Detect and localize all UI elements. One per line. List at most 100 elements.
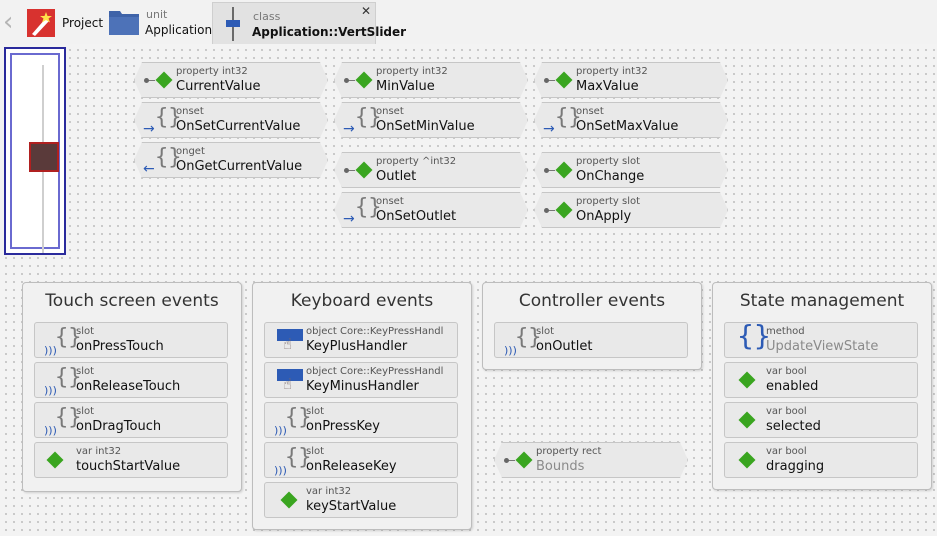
slot-brace-icon: {} (285, 405, 312, 430)
member-on-drag-touch[interactable]: {} ))) slot onDragTouch (34, 402, 228, 438)
member-name: touchStartValue (76, 459, 181, 474)
member-kind: var int32 (306, 486, 352, 497)
member-key-minus-handler[interactable]: ☝ object Core::KeyPressHandl KeyMinusHan… (264, 362, 458, 398)
member-current-value[interactable]: property int32 CurrentValue (134, 62, 328, 98)
member-key-start-value[interactable]: var int32 keyStartValue (264, 482, 458, 518)
member-name: onPressTouch (76, 339, 164, 354)
hand-pointer-icon: ☝ (283, 375, 293, 393)
member-name: onDragTouch (76, 419, 162, 434)
member-on-set-outlet[interactable]: {} → onset OnSetOutlet (334, 192, 528, 228)
member-update-view-state[interactable]: {} method UpdateViewState (724, 322, 918, 358)
member-kind: method (766, 326, 805, 337)
connector-line (545, 80, 555, 81)
breadcrumb-toolbar: ‹ Project unit Application class Applica… (0, 0, 937, 45)
member-selected[interactable]: var bool selected (724, 402, 918, 438)
connector-dot-icon (504, 458, 509, 463)
connector-dot-icon (544, 208, 549, 213)
member-outlet[interactable]: property ^int32 Outlet (334, 152, 528, 188)
keyhandler-object-icon (277, 329, 303, 341)
member-key-plus-handler[interactable]: ☝ object Core::KeyPressHandl KeyPlusHand… (264, 322, 458, 358)
property-diamond-icon (356, 162, 373, 179)
keyhandler-object-icon (277, 369, 303, 381)
member-name: OnSetOutlet (376, 209, 457, 224)
variable-diamond-icon (738, 451, 756, 469)
variable-diamond-icon (738, 371, 756, 389)
connector-line (505, 460, 515, 461)
variable-diamond-icon (738, 411, 756, 429)
slot-signal-icon: ))) (504, 344, 517, 357)
member-kind: var bool (766, 366, 807, 377)
property-diamond-icon (516, 452, 533, 469)
unit-kind: unit (146, 8, 168, 21)
member-name: onOutlet (536, 339, 593, 354)
member-touch-start-value[interactable]: var int32 touchStartValue (34, 442, 228, 478)
member-kind: slot (76, 366, 95, 377)
breadcrumb-unit[interactable]: unit Application (108, 3, 212, 41)
close-tab-icon[interactable]: ✕ (360, 4, 371, 18)
member-max-value[interactable]: property int32 MaxValue (534, 62, 728, 98)
member-kind: onset (576, 106, 604, 117)
group-title: Keyboard events (290, 291, 434, 311)
property-diamond-icon (556, 72, 573, 89)
slider-knob[interactable] (29, 142, 59, 172)
breadcrumb-project[interactable]: Project (26, 3, 106, 41)
onset-arrow-icon: → (143, 121, 155, 137)
member-on-release-key[interactable]: {} ))) slot onReleaseKey (264, 442, 458, 478)
member-name: UpdateViewState (766, 339, 879, 354)
member-on-outlet[interactable]: {} ))) slot onOutlet (494, 322, 688, 358)
connector-dot-icon (544, 168, 549, 173)
member-on-press-touch[interactable]: {} ))) slot onPressTouch (34, 322, 228, 358)
member-on-apply[interactable]: property slot OnApply (534, 192, 728, 228)
member-name: MaxValue (576, 79, 639, 94)
member-name: OnSetMaxValue (576, 119, 679, 134)
method-brace-icon: {} (737, 319, 771, 352)
member-kind: onset (376, 106, 404, 117)
member-name: keyStartValue (306, 499, 397, 514)
class-kind: class (253, 10, 281, 23)
slider-preview[interactable] (4, 47, 66, 255)
member-dragging[interactable]: var bool dragging (724, 442, 918, 478)
member-enabled[interactable]: var bool enabled (724, 362, 918, 398)
connector-dot-icon (544, 78, 549, 83)
connector-line (145, 80, 155, 81)
slot-brace-icon: {} (285, 445, 312, 470)
member-kind: var int32 (76, 446, 122, 457)
member-kind: property int32 (576, 66, 648, 77)
member-on-get-current-value[interactable]: {} ← onget OnGetCurrentValue (134, 142, 328, 178)
member-bounds[interactable]: property rect Bounds (494, 442, 688, 478)
member-kind: object Core::KeyPressHandl (306, 326, 444, 337)
onset-arrow-icon: → (343, 211, 355, 227)
member-kind: slot (306, 406, 325, 417)
member-kind: slot (76, 406, 95, 417)
member-name: MinValue (376, 79, 435, 94)
variable-diamond-icon (46, 451, 64, 469)
member-name: OnSetMinValue (376, 119, 475, 134)
member-kind: onset (376, 196, 404, 207)
member-on-set-max-value[interactable]: {} → onset OnSetMaxValue (534, 102, 728, 138)
variable-diamond-icon (280, 491, 298, 509)
slot-brace-icon: {} (55, 405, 82, 430)
member-kind: property ^int32 (376, 156, 457, 167)
member-on-change[interactable]: property slot OnChange (534, 152, 728, 188)
hand-pointer-icon: ☝ (283, 335, 293, 353)
member-on-release-touch[interactable]: {} ))) slot onReleaseTouch (34, 362, 228, 398)
member-name: dragging (766, 459, 825, 474)
member-name: Bounds (536, 459, 585, 474)
slot-signal-icon: ))) (44, 344, 57, 357)
member-name: selected (766, 419, 821, 434)
vertslider-class-icon (226, 7, 240, 41)
member-name: onPressKey (306, 419, 380, 434)
member-on-set-current-value[interactable]: {} → onset OnSetCurrentValue (134, 102, 328, 138)
member-min-value[interactable]: property int32 MinValue (334, 62, 528, 98)
project-label: Project (62, 16, 104, 30)
member-on-press-key[interactable]: {} ))) slot onPressKey (264, 402, 458, 438)
member-kind: slot (306, 446, 325, 457)
member-kind: property slot (576, 156, 641, 167)
back-arrow-icon[interactable]: ‹ (3, 7, 14, 37)
member-on-set-min-value[interactable]: {} → onset OnSetMinValue (334, 102, 528, 138)
group-title: Touch screen events (45, 291, 219, 311)
member-name: KeyPlusHandler (306, 339, 408, 354)
tab-class[interactable]: class Application::VertSlider ✕ (212, 2, 406, 45)
member-kind: property int32 (176, 66, 248, 77)
onset-brace-icon: {} (355, 195, 382, 220)
